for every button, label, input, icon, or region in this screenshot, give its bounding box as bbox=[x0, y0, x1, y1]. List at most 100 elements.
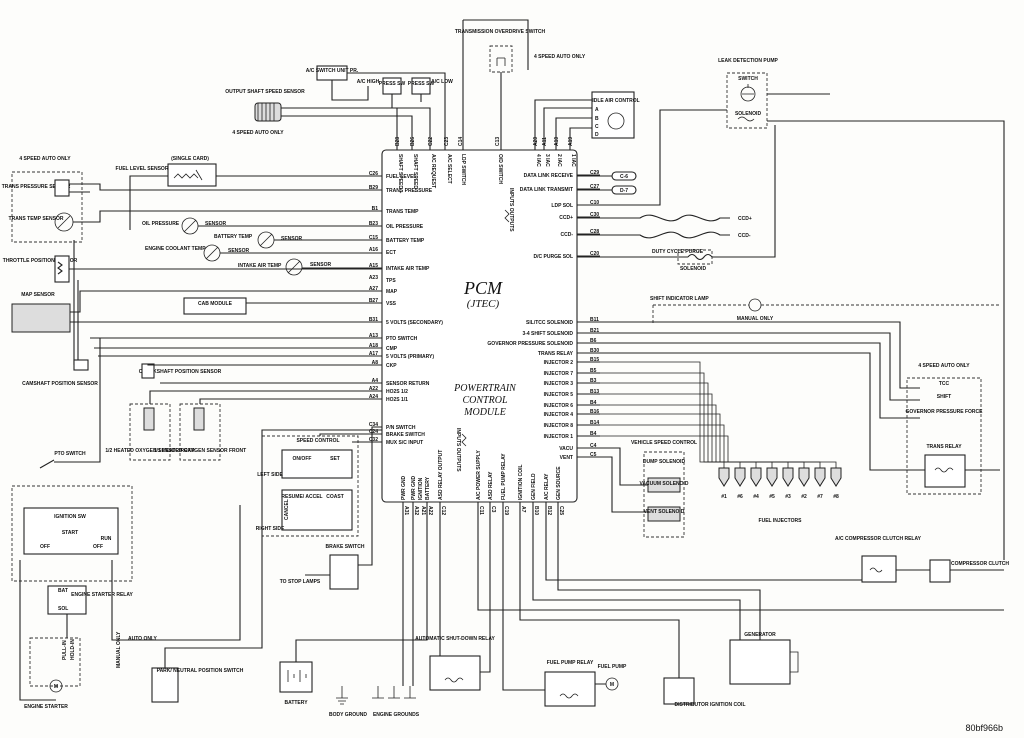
pcm-bottom-pin-number: A21 bbox=[420, 506, 426, 515]
pcm-left-pin-label: HO2S 1/1 bbox=[386, 397, 408, 403]
pcm-top-pin-number: A20 bbox=[533, 137, 539, 146]
starter-relay-label: ENGINE STARTER RELAY bbox=[71, 592, 133, 598]
pcm-left-pin-label: TRANS PRESSURE bbox=[386, 188, 433, 194]
pcm-bottom-pin-label: BATTERY bbox=[425, 476, 431, 500]
trans-pressure-label: TRANS PRESSURE SENSOR bbox=[2, 184, 71, 190]
svg-text:M: M bbox=[54, 684, 58, 690]
pcm-left-pin-label: PTO SWITCH bbox=[386, 336, 418, 342]
resume-accel-label: RESUME/ ACCEL bbox=[281, 494, 322, 500]
governor-label: GOVERNOR PRESSURE FORCE bbox=[906, 409, 984, 415]
pcm-top-pin-number: A10 bbox=[554, 137, 560, 146]
battery-temp-label: BATTERY TEMP bbox=[214, 234, 253, 240]
svg-text:A: A bbox=[595, 107, 599, 113]
ldp-solenoid-label: SOLENOID bbox=[735, 111, 762, 117]
overdrive-switch-label: TRANSMISSION OVERDRIVE SWITCH bbox=[455, 29, 546, 35]
battery bbox=[279, 661, 313, 693]
pcm-left-pin-number: C15 bbox=[369, 235, 378, 241]
svg-text:SENSOR: SENSOR bbox=[310, 262, 332, 268]
svg-text:B: B bbox=[595, 116, 599, 122]
pcm-left-pin-label: P/N SWITCH bbox=[386, 425, 416, 431]
pcm-bottom-pin-label: A/C POWER SUPPLY bbox=[476, 450, 482, 500]
pcm-bottom-pin-number: A31 bbox=[403, 506, 409, 515]
pcm-title: PCM bbox=[463, 278, 503, 298]
dump-sol-label: DUMP SOLENOID bbox=[643, 459, 686, 465]
tps-sensor bbox=[54, 255, 70, 283]
pcm-left-pin-number: A17 bbox=[369, 351, 378, 357]
pcm-module bbox=[381, 149, 578, 503]
engine-grounds-symbol bbox=[372, 686, 416, 699]
overdrive-switch-contact bbox=[496, 57, 506, 66]
map-sensor bbox=[11, 303, 71, 333]
pcm-right-pin-label: TRANS RELAY bbox=[538, 351, 574, 357]
ac-switch-unit-label: A/C SWITCH UNIT PR. bbox=[306, 68, 359, 74]
pcm-top-pin-number: C22 bbox=[428, 137, 434, 146]
injector-label: #7 bbox=[817, 494, 823, 500]
fuel-pump-relay bbox=[544, 671, 596, 707]
to-stop-lamps-label: TO STOP LAMPS bbox=[280, 579, 321, 585]
pcm-right-pin-number: B15 bbox=[590, 357, 599, 363]
pcm-left-pin-number: B29 bbox=[369, 185, 378, 191]
ccd-plus-label: CCD+ bbox=[738, 216, 752, 222]
pcm-bottom-pin-label: GEN FIELD bbox=[531, 473, 537, 500]
overdrive-switch-box bbox=[489, 45, 513, 73]
pcm-left-pin-number: A4 bbox=[372, 378, 379, 384]
pcm-bottom-pin-label: FUEL PUMP RELAY bbox=[501, 453, 507, 500]
left-side-label: LEFT SIDE bbox=[257, 472, 283, 478]
injector-label: #6 bbox=[737, 494, 743, 500]
pcm-bottom-pin-number: C3 bbox=[490, 506, 496, 513]
pcm-left-pin-label: TRANS TEMP bbox=[386, 209, 419, 215]
pcm-right-pin-number: C10 bbox=[590, 200, 599, 206]
pcm-left-pin-number: B23 bbox=[369, 221, 378, 227]
pcm-left-pin-label: ECT bbox=[386, 250, 396, 256]
o2-front-label: 1/1 HEATED OXYGEN SENSOR FRONT bbox=[154, 448, 246, 454]
pcm-top-pin-number: C23 bbox=[444, 137, 450, 146]
off2-label: OFF bbox=[93, 544, 103, 550]
pcm-right-pin-label: D/C PURGE SOL bbox=[534, 254, 573, 260]
on-off-label: ON/OFF bbox=[293, 456, 312, 462]
pcm-left-pin-number: C26 bbox=[369, 171, 378, 177]
pcm-right-pin-number: B5 bbox=[590, 368, 597, 374]
ect-label: ENGINE COOLANT TEMP bbox=[145, 246, 206, 252]
body-ground-symbol bbox=[336, 686, 348, 705]
pcm-bottom-pin-number: A7 bbox=[520, 506, 526, 513]
pcm-top-pin-label: A/C SELECT bbox=[446, 154, 452, 184]
svg-text:PULL-IN: PULL-IN bbox=[62, 640, 68, 660]
pcm-right-pin-label: CCD+ bbox=[559, 215, 573, 221]
svg-text:HOLD-IN: HOLD-IN bbox=[70, 639, 76, 660]
pcm-right-pin-label: SIL/TCC SOLENOID bbox=[526, 320, 573, 326]
shift-lamp-label: SHIFT INDICATOR LAMP bbox=[650, 296, 709, 302]
shift-lamp-bulb bbox=[748, 298, 762, 312]
figure-code: 80bf966b bbox=[965, 723, 1003, 733]
pcm-top-pin-label: SHAFT SPEED - bbox=[412, 154, 418, 192]
set-label: SET bbox=[330, 456, 340, 462]
engine-starter-label: ENGINE STARTER bbox=[24, 704, 68, 710]
pcm-top-pin-number: C14 bbox=[458, 137, 464, 146]
fuel-pump-relay-label: FUEL PUMP RELAY bbox=[547, 660, 594, 666]
single-card-label: (SINGLE CARD) bbox=[171, 156, 209, 162]
pcm-right-pin-label: INJECTOR 5 bbox=[544, 392, 574, 398]
press-sw-1-label: PRESS SW bbox=[379, 81, 406, 87]
battery-label: BATTERY bbox=[284, 700, 308, 706]
pcm-top-pin-label: 4 IAC bbox=[535, 154, 541, 167]
ldp-box bbox=[726, 72, 768, 129]
ac-high-label: A/C HIGH bbox=[357, 79, 380, 85]
pcm-right-pin-number: B3 bbox=[590, 378, 597, 384]
pcm-right-pin-number: C27 bbox=[590, 184, 599, 190]
pcm-right-pin-label: LDP SOL bbox=[551, 203, 573, 209]
pcm-name-line1: POWERTRAIN bbox=[453, 383, 517, 394]
map-label: MAP SENSOR bbox=[21, 292, 55, 298]
pcm-bottom-pin-number: A32 bbox=[413, 506, 419, 515]
pcm-bottom-pin-label: ASD RELAY bbox=[488, 471, 494, 500]
pcm-right-pin-number: B11 bbox=[590, 317, 599, 323]
fuel-injector: #3 bbox=[782, 467, 794, 500]
fuel-injector: #5 bbox=[766, 467, 778, 500]
pcm-left-pin-number: C32 bbox=[369, 437, 378, 443]
ac-clutch-label: A/C COMPRESSOR CLUTCH bbox=[941, 561, 1009, 567]
pcm-left-pin-number: A16 bbox=[369, 247, 378, 253]
svg-text:SENSOR: SENSOR bbox=[205, 221, 227, 227]
svg-text:BAT: BAT bbox=[58, 588, 68, 594]
pcm-left-pin-label: OIL PRESSURE bbox=[386, 224, 424, 230]
